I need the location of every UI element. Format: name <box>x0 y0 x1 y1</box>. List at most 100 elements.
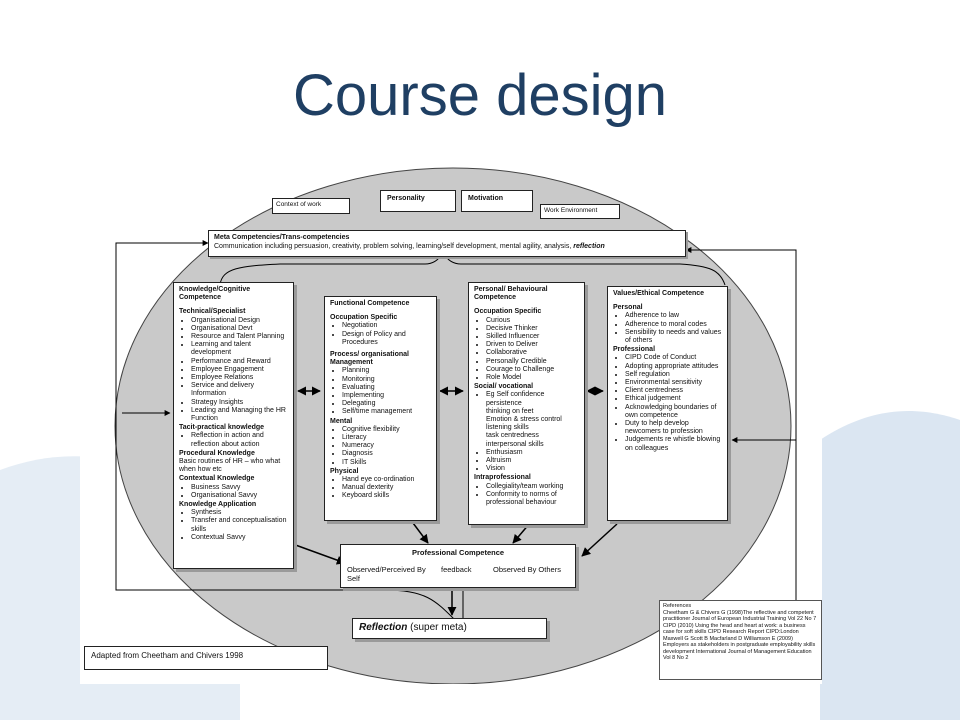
pc-feedback: feedback <box>441 565 472 574</box>
knowledge-item: Leading and Managing the HR Function <box>191 407 288 423</box>
functional-item: Negotiation <box>342 322 431 330</box>
personal-item: Emotion & stress control <box>486 416 562 424</box>
functional-competence-box: Functional Competence Occupation Specifi… <box>324 296 437 521</box>
knowledge-item: Reflection in action and reflection abou… <box>191 432 288 448</box>
values-item: Acknowledging boundaries of own competen… <box>625 404 722 420</box>
personal-item: Role Model <box>486 374 579 382</box>
pc-self: Observed/Perceived By Self <box>347 565 426 583</box>
professional-competence-box: Professional Competence Observed/Perceiv… <box>340 544 576 588</box>
personal-item: Collaborative <box>486 349 579 357</box>
personal-list-social: Eg Self confidence persistence thinking … <box>474 391 579 473</box>
knowledge-item: Synthesis <box>191 509 288 517</box>
knowledge-sub-technical: Technical/Specialist <box>179 308 246 316</box>
values-item: Client centredness <box>625 387 722 395</box>
reflection-label: Reflection <box>359 622 408 633</box>
knowledge-item: Employee Relations <box>191 374 288 382</box>
arrow-functional-to-pc <box>412 522 429 544</box>
reference-1: Cheetham G & Chivers G (1998)The reflect… <box>663 609 817 623</box>
references-title: References <box>663 603 692 609</box>
arrow-knowledge-to-pc <box>289 542 346 565</box>
reflection-suffix: (super meta) <box>410 622 467 633</box>
knowledge-sub-procedural: Procedural Knowledge <box>179 449 255 457</box>
values-title: Values/Ethical Competence <box>613 290 705 297</box>
values-item: Environmental sensitivity <box>625 379 722 387</box>
functional-list-physical: Hand eye co-ordination Manual dexterity … <box>330 476 431 501</box>
personal-item: Curious <box>486 317 579 325</box>
personal-sub-intraprofessional: Intraprofessional <box>474 474 531 482</box>
personal-item: persistence <box>486 399 522 407</box>
knowledge-title: Knowledge/Cognitive Competence <box>179 286 251 302</box>
context-of-work-box: Context of work <box>272 198 350 214</box>
personal-item: interpersonal skills <box>486 440 544 448</box>
reference-3: Maxwell G Scott B Macfarland D Williamso… <box>663 635 816 662</box>
functional-item: Cognitive flexibility <box>342 426 431 434</box>
functional-item: Delegating <box>342 400 431 408</box>
personal-item: Decisive Thinker <box>486 325 579 333</box>
functional-item: Numeracy <box>342 442 431 450</box>
reference-2: CIPD (2010) Using the head and heart at … <box>663 622 806 636</box>
knowledge-item: Transfer and conceptualisation skills <box>191 517 288 533</box>
values-item: Sensibility to needs and values of other… <box>625 329 722 345</box>
personal-item: listening skills <box>486 424 529 432</box>
knowledge-item: Contextual Savvy <box>191 534 288 542</box>
functional-sub-mental: Mental <box>330 417 353 425</box>
personal-list-intraprofessional: Collegiality/team working Conformity to … <box>474 483 579 508</box>
personal-item: thinking on feet <box>486 407 534 415</box>
personality-box: Personality <box>380 190 456 212</box>
personal-sub-occupation: Occupation Specific <box>474 308 542 316</box>
personal-item: Driven to Deliver <box>486 341 579 349</box>
slide-title: Course design <box>293 63 667 128</box>
meta-competencies-box: Meta Competencies/Trans-competencies Com… <box>208 230 686 257</box>
motivation-box: Motivation <box>461 190 533 212</box>
meta-emph: reflection <box>573 242 605 250</box>
functional-sub-occupation: Occupation Specific <box>330 314 398 322</box>
values-item: Adherence to moral codes <box>625 321 722 329</box>
functional-item: Literacy <box>342 434 431 442</box>
personal-item: Altruism <box>486 457 579 465</box>
personal-title: Personal/ Behavioural Competence <box>474 286 548 302</box>
personal-item: Eg Self confidence <box>486 391 579 399</box>
knowledge-item: Organisational Savvy <box>191 492 288 500</box>
values-item: Ethical judgement <box>625 395 722 403</box>
values-item: Duty to help develop newcomers to profes… <box>625 420 722 436</box>
knowledge-item: Employee Engagement <box>191 366 288 374</box>
values-sub-professional: Professional <box>613 346 656 354</box>
functional-item: Design of Policy and Procedures <box>342 331 431 347</box>
personal-item: Enthusiasm <box>486 449 579 457</box>
values-list-professional: CIPD Code of Conduct Adopting appropriat… <box>613 354 722 452</box>
personal-item: Conformity to norms of professional beha… <box>486 491 579 507</box>
personal-item: Skilled Influencer <box>486 333 579 341</box>
pc-others: Observed By Others <box>493 565 561 574</box>
personal-item: Vision <box>486 465 579 473</box>
personal-item: Collegiality/team working <box>486 483 579 491</box>
adapted-from-box: Adapted from Cheetham and Chivers 1998 <box>84 646 328 670</box>
values-list-personal: Adherence to law Adherence to moral code… <box>613 312 722 345</box>
personal-item: task centredness <box>486 432 539 440</box>
work-environment-box: Work Environment <box>540 204 620 219</box>
personal-item: Personally Credible <box>486 358 579 366</box>
functional-list-mental: Cognitive flexibility Literacy Numeracy … <box>330 426 431 467</box>
functional-item: Keyboard skills <box>342 492 431 500</box>
personal-sub-social: Social/ vocational <box>474 383 534 391</box>
functional-list-occupation: Negotiation Design of Policy and Procedu… <box>330 322 431 347</box>
course-design-diagram: Context of work Personality Motivation W… <box>80 158 822 684</box>
values-ethical-box: Values/Ethical Competence Personal Adher… <box>607 286 728 521</box>
knowledge-sub-tacit: Tacit-practical knowledge <box>179 424 265 432</box>
references-box: References Cheetham G & Chivers G (1998)… <box>659 600 822 680</box>
values-item: Adopting appropriate attitudes <box>625 363 722 371</box>
knowledge-list-application: Synthesis Transfer and conceptualisation… <box>179 509 288 542</box>
arrow-personal-to-pc <box>512 522 531 544</box>
knowledge-item: Resource and Talent Planning <box>191 333 288 341</box>
functional-item: Self/time management <box>342 408 431 416</box>
functional-item: Implementing <box>342 392 431 400</box>
knowledge-item: Organisational Devt <box>191 325 288 333</box>
knowledge-list-tacit: Reflection in action and reflection abou… <box>179 432 288 448</box>
knowledge-item: Business Savvy <box>191 484 288 492</box>
pc-title: Professional Competence <box>411 548 505 557</box>
meta-text: Communication including persuasion, crea… <box>214 242 572 250</box>
knowledge-procedural-text: Basic routines of HR – who what when how… <box>179 458 281 474</box>
knowledge-list-technical: Organisational Design Organisational Dev… <box>179 317 288 424</box>
personal-list-occupation: Curious Decisive Thinker Skilled Influen… <box>474 317 579 383</box>
knowledge-list-contextual: Business Savvy Organisational Savvy <box>179 484 288 500</box>
functional-item: Manual dexterity <box>342 484 431 492</box>
